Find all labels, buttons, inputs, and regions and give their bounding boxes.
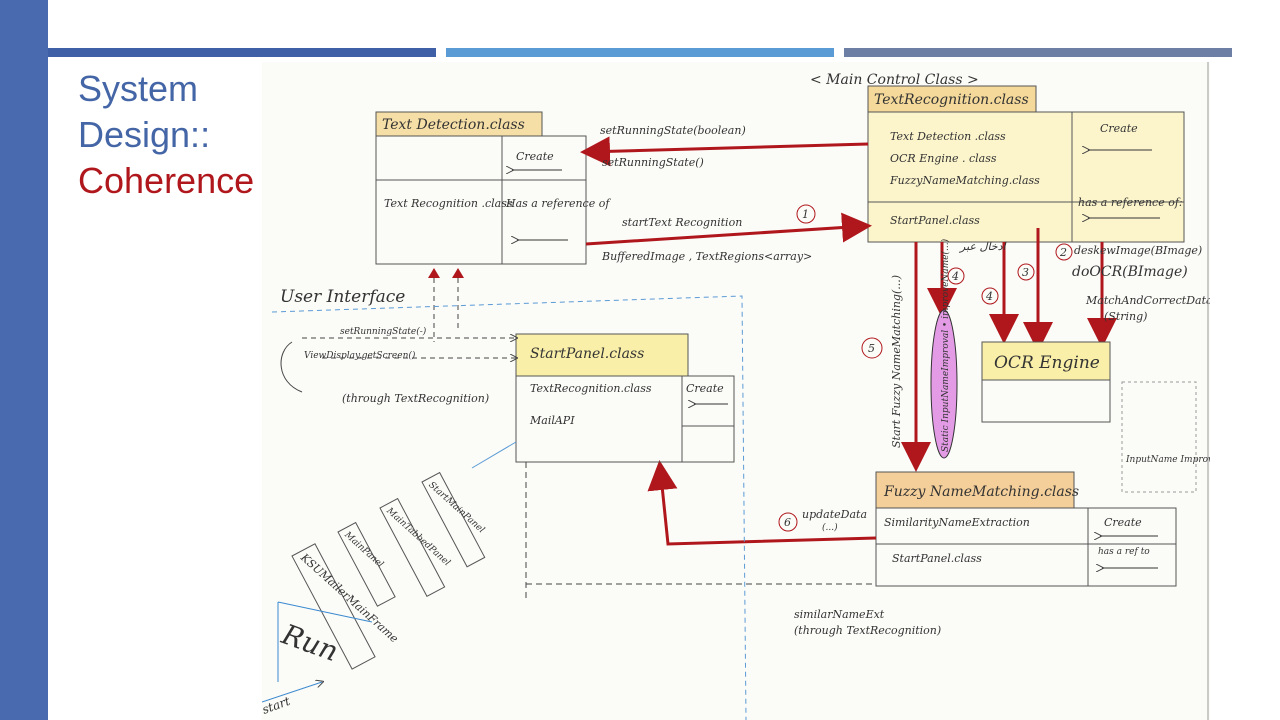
ui-msg-through: (through TextRecognition) — [342, 392, 489, 405]
step-1-circle — [796, 204, 816, 224]
msg-set-running-2: setRunningState() — [602, 156, 704, 169]
fuzzy-attr-2: StartPanel.class — [892, 552, 982, 565]
top-bar-1 — [48, 48, 436, 57]
design-sketch: < Main Control Class > Text Detection.cl… — [262, 62, 1210, 720]
arrow-set-running — [580, 136, 869, 167]
msg-set-running: setRunningState(boolean) — [600, 124, 746, 137]
ocr-engine-title: OCR Engine — [994, 353, 1100, 373]
step-4a-label: 4 — [951, 270, 959, 283]
static-input-name-improval — [930, 309, 958, 459]
start-panel-box: StartPanel.class TextRecognition.class M… — [515, 333, 735, 463]
inherit-triangle-1 — [428, 268, 440, 278]
ui-msg-view: ViewDisplay.getScreen() — [304, 350, 416, 361]
msg-static-input: Static InputNameImproval • improveName(.… — [940, 238, 951, 452]
msg-buffered: BufferedImage , TextRegions<array> — [601, 250, 812, 263]
tr-attr-1: Text Detection .class — [890, 130, 1006, 143]
msg-update-args: (...) — [822, 522, 838, 533]
start-panel-attr-2: MailAPI — [529, 414, 575, 427]
text-recognition-box: TextRecognition.class Text Detection .cl… — [867, 85, 1185, 243]
tr-attr-3: FuzzyNameMatching.class — [889, 174, 1040, 187]
fuzzy-create: Create — [1104, 516, 1142, 529]
text-detection-title: Text Detection.class — [382, 117, 525, 133]
top-bar-3 — [844, 48, 1232, 57]
top-bar-2 — [446, 48, 834, 57]
msg-do-ocr: doOCR(BImage) — [1072, 264, 1188, 280]
msg-match: MatchAndCorrectData — [1085, 294, 1210, 307]
main-control-label: < Main Control Class > — [810, 72, 979, 88]
user-interface-label: User Interface — [280, 287, 405, 307]
step-1-label: 1 — [802, 208, 809, 221]
tr-attr-4: StartPanel.class — [890, 214, 980, 227]
start-panel-attr-1: TextRecognition.class — [530, 382, 652, 395]
title-line-2: Design:: — [78, 114, 211, 155]
start-panel-title: StartPanel.class — [530, 346, 644, 362]
fuzzy-matching-box: Fuzzy NameMatching.class SimilarityNameE… — [875, 471, 1177, 587]
title-line-3: Coherence — [78, 160, 255, 201]
msg-update-data: updateData — [802, 508, 867, 521]
msg-start-text: startText Recognition — [622, 216, 742, 229]
slide-sidebar — [0, 0, 48, 720]
fuzzy-attr-1: SimilarityNameExtraction — [884, 516, 1030, 529]
tr-attr-2: OCR Engine . class — [890, 152, 997, 165]
start-panel-create: Create — [686, 382, 724, 395]
ocr-engine-box: OCR Engine — [981, 341, 1111, 423]
step-2-label: 2 — [1059, 246, 1067, 259]
slide-title: System Design:: Coherence — [78, 66, 254, 204]
arrow-update-data — [647, 460, 877, 546]
msg-string: (String) — [1104, 310, 1147, 323]
inherit-triangle-2 — [452, 268, 464, 278]
side-note: InputName Improver — [1125, 455, 1210, 465]
tr-create: Create — [1100, 122, 1138, 135]
msg-arabic: ادخال عبر — [958, 240, 1007, 253]
ui-boundary — [271, 295, 747, 720]
fuzzy-title: Fuzzy NameMatching.class — [883, 484, 1079, 500]
side-note-box — [1121, 381, 1197, 493]
text-detection-box: Text Detection.class Create Text Recogni… — [375, 111, 611, 265]
msg-start-fuzzy: Start Fuzzy NameMatching(...) — [890, 275, 903, 448]
text-recognition-title: TextRecognition.class — [874, 92, 1029, 108]
step-5-label: 5 — [868, 342, 875, 355]
arrow-start-text — [585, 212, 872, 246]
msg-through-tr: (through TextRecognition) — [794, 624, 941, 637]
text-detection-create: Create — [516, 150, 554, 163]
step-4b-label: 4 — [985, 290, 993, 303]
ui-msg-set: setRunningState(-) — [340, 326, 427, 337]
step-6-label: 6 — [784, 516, 791, 529]
panel-link — [471, 441, 517, 469]
tr-has-ref: has a reference of: — [1078, 196, 1183, 209]
msg-deskew: deskewImage(BImage) — [1074, 244, 1202, 257]
text-detection-attr: Text Recognition .class — [384, 197, 513, 210]
fuzzy-has-ref: has a ref to — [1098, 547, 1150, 557]
text-detection-has-ref: Has a reference of — [505, 197, 611, 210]
step-3-label: 3 — [1022, 266, 1029, 279]
msg-similar: similarNameExt — [794, 608, 885, 621]
title-line-1: System — [78, 68, 199, 109]
